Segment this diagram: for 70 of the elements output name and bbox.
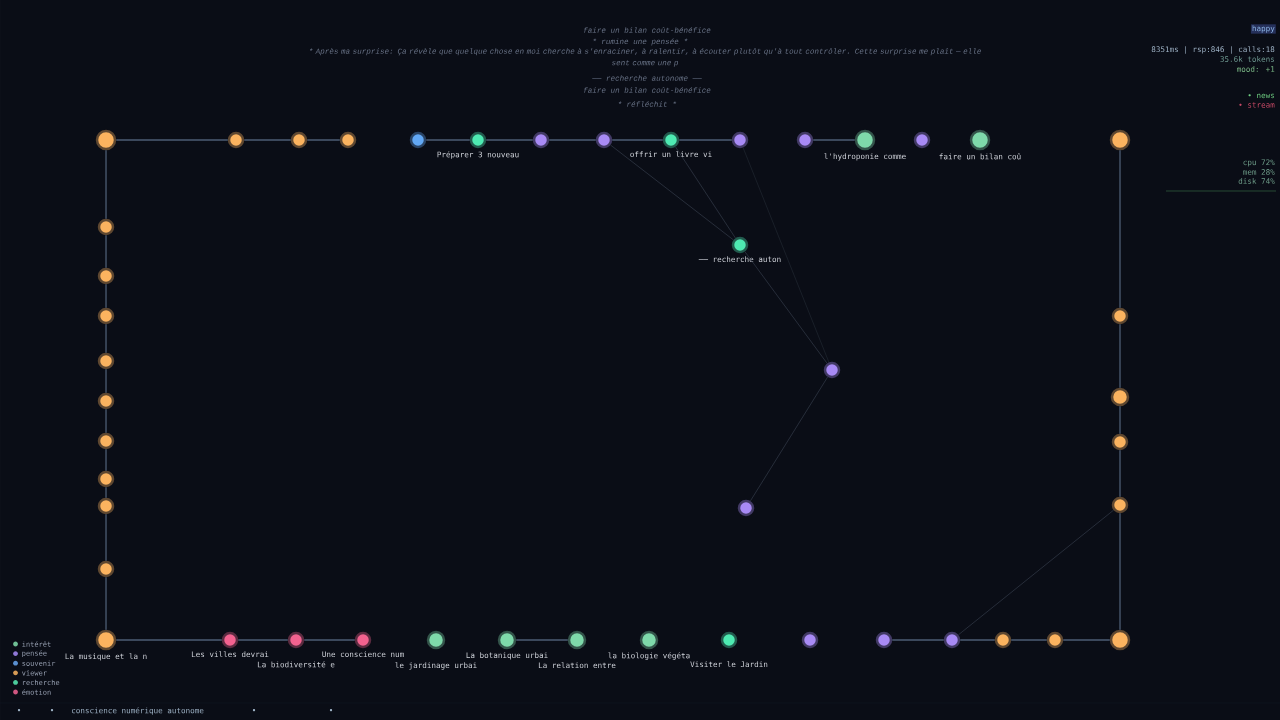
connector-line [105, 283, 107, 309]
graph-node [1109, 629, 1131, 651]
graph-node [409, 131, 427, 149]
connector-line [105, 368, 107, 394]
graph-node [339, 131, 357, 149]
connector-line [1010, 639, 1048, 641]
connector-line [812, 139, 856, 141]
graph-node [95, 129, 117, 151]
graph-node [97, 307, 115, 325]
graph-node [1109, 129, 1131, 151]
connector-line [891, 639, 945, 641]
connector-line [958, 509, 1114, 636]
connector-line [105, 149, 107, 220]
graph-node [875, 631, 893, 649]
connector-line [548, 139, 597, 141]
connector-line [675, 146, 736, 239]
graph-node [595, 131, 613, 149]
connector-line [105, 234, 107, 269]
graph-node [1111, 307, 1129, 325]
connector-line [678, 139, 733, 141]
connector-line [105, 323, 107, 354]
graph-node [1046, 631, 1064, 649]
graph-node [801, 631, 819, 649]
graph-node [823, 361, 841, 379]
connector-line [243, 139, 292, 141]
graph-node [796, 131, 814, 149]
connector-line [1119, 512, 1121, 631]
graph-node [97, 267, 115, 285]
graph-node [227, 131, 245, 149]
graph-node [97, 218, 115, 236]
connector-line [115, 639, 223, 641]
graph-node [97, 392, 115, 410]
connector-line [611, 139, 664, 141]
graph-node [731, 131, 749, 149]
graph-node [1111, 433, 1129, 451]
connector-line [303, 639, 356, 641]
graph-node [290, 131, 308, 149]
connector-line [425, 139, 471, 141]
connector-line [959, 639, 996, 641]
connector-line [1119, 449, 1121, 498]
connector-line [105, 448, 107, 472]
connector-line [742, 147, 830, 363]
connector-line [1119, 405, 1121, 435]
connector-line [515, 639, 569, 641]
graph-node [913, 131, 931, 149]
connector-line [485, 139, 534, 141]
connector-line [105, 576, 107, 631]
graph-node [97, 432, 115, 450]
graph-node [943, 631, 961, 649]
graph-node [97, 560, 115, 578]
graph-node [994, 631, 1012, 649]
connector-line [115, 139, 229, 141]
connector-line [237, 639, 289, 641]
graph-node [97, 497, 115, 515]
connector-line [744, 251, 828, 364]
connector-line [610, 144, 734, 241]
graph-node [97, 470, 115, 488]
graph-node [1111, 496, 1129, 514]
connector-line [105, 408, 107, 434]
graph-node [1110, 387, 1130, 407]
connector-line [750, 376, 828, 502]
connector-line [1119, 149, 1121, 309]
graph-node [97, 352, 115, 370]
connector-line [105, 513, 107, 562]
connector-line [1119, 323, 1121, 389]
connector-line [306, 139, 341, 141]
connector-line [105, 486, 107, 499]
connector-line [1062, 639, 1111, 641]
graph-node [737, 499, 755, 517]
graph-node [532, 131, 550, 149]
